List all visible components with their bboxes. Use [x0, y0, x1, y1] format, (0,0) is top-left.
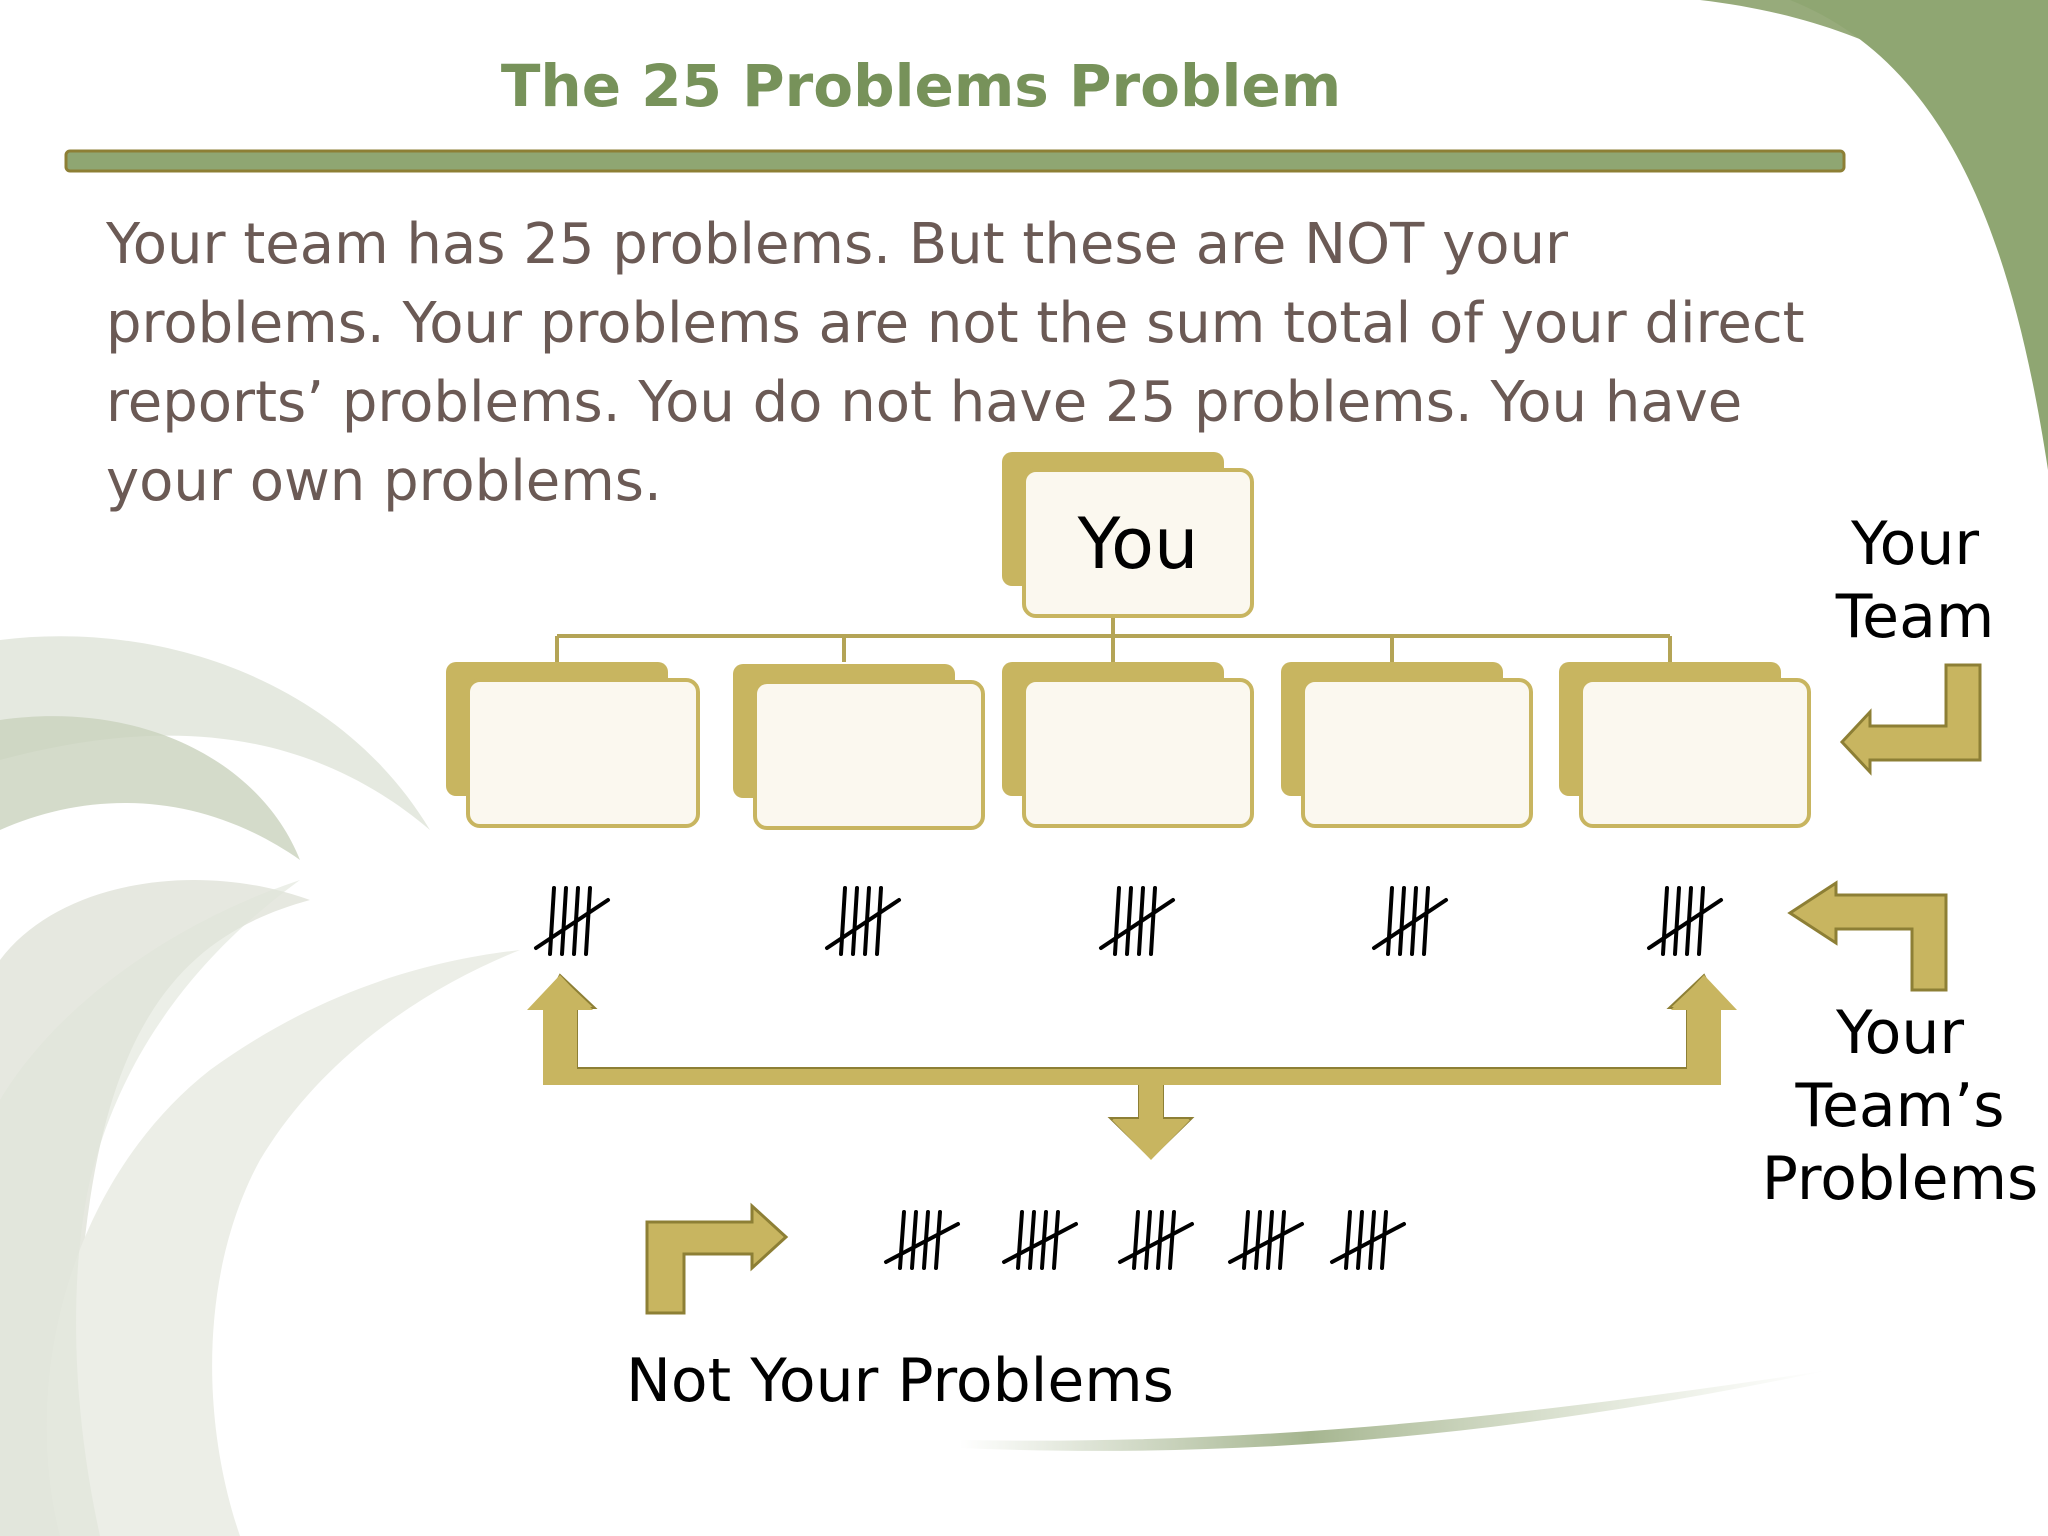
- tally-stroke: [898, 1210, 906, 1270]
- tally-stroke: [1113, 886, 1121, 956]
- tally-stroke: [1016, 1210, 1024, 1270]
- tally-stroke: [1673, 886, 1681, 956]
- tally-slash: [1099, 898, 1175, 950]
- team-box-5: [1559, 662, 1811, 828]
- swoosh-bottom: [960, 1370, 1830, 1451]
- team-box-1: [446, 662, 700, 828]
- teams-problems-label-line-3: Problems: [1761, 1144, 2039, 1214]
- tally-stroke: [1132, 1210, 1140, 1270]
- you-box: [1002, 452, 1254, 618]
- your-teams-problems-label: Your Team’s Problems: [1750, 997, 2048, 1216]
- tally-stroke: [1149, 886, 1157, 956]
- tally-group-7: [1002, 1210, 1078, 1270]
- tally-group-5: [1647, 886, 1723, 956]
- tally-group-3: [1099, 886, 1175, 956]
- tally-stroke: [910, 1210, 918, 1270]
- tally-stroke: [584, 886, 592, 956]
- swirl-left-4: [46, 950, 521, 1536]
- tally-stroke: [560, 886, 568, 956]
- tally-stroke: [875, 886, 883, 956]
- tally-slash: [534, 898, 610, 950]
- not-your-problems-label: Not Your Problems: [626, 1346, 1174, 1416]
- tally-stroke: [1386, 886, 1394, 956]
- tally-stroke: [1356, 1210, 1364, 1270]
- team-box-4: [1281, 662, 1533, 828]
- tally-stroke: [1278, 1210, 1286, 1270]
- tally-stroke: [1661, 886, 1669, 956]
- tally-stroke: [934, 1210, 942, 1270]
- tally-stroke: [1697, 886, 1705, 956]
- not-your-problems-arrow: [645, 1202, 789, 1315]
- your-team-label: Your Team: [1800, 508, 2030, 654]
- tally-group-2: [825, 886, 901, 956]
- tally-stroke: [1168, 1210, 1176, 1270]
- tally-group-9: [1228, 1210, 1304, 1270]
- your-team-label-line-2: Team: [1835, 582, 1995, 652]
- tally-stroke: [1254, 1210, 1262, 1270]
- tally-group-1: [534, 886, 610, 956]
- tally-stroke: [1242, 1210, 1250, 1270]
- title-rule: [64, 149, 1846, 173]
- tally-slash: [1330, 1222, 1406, 1264]
- tally-stroke: [1422, 886, 1430, 956]
- tally-slash: [1372, 898, 1448, 950]
- tally-group-10: [1330, 1210, 1406, 1270]
- tally-stroke: [851, 886, 859, 956]
- swoosh-right: [1790, 0, 2048, 470]
- swirl-left-1: [0, 636, 430, 830]
- teams-problems-label-line-2: Team’s: [1795, 1071, 2005, 1141]
- slide-body-text: Your team has 25 problems. But these are…: [106, 212, 1805, 514]
- swirl-left-5: [0, 880, 300, 1536]
- tally-stroke: [548, 886, 556, 956]
- slide-title: The 25 Problems Problem: [500, 52, 1342, 120]
- tally-stroke: [1344, 1210, 1352, 1270]
- teams-problems-arrow: [1787, 880, 1948, 992]
- tally-group-6: [884, 1210, 960, 1270]
- tally-stroke: [1144, 1210, 1152, 1270]
- not-your-tally-marks: [884, 1210, 1406, 1270]
- tally-group-8: [1118, 1210, 1194, 1270]
- team-box-2: [733, 664, 985, 830]
- team-box-3: [1002, 662, 1254, 828]
- tally-slash: [1002, 1222, 1078, 1264]
- tally-stroke: [1052, 1210, 1060, 1270]
- tally-slash: [1118, 1222, 1194, 1264]
- tally-stroke: [1398, 886, 1406, 956]
- tally-stroke: [839, 886, 847, 956]
- tally-slash: [825, 898, 901, 950]
- your-team-label-line-1: Your: [1850, 509, 1980, 579]
- tally-stroke: [1380, 1210, 1388, 1270]
- swirl-left-2: [0, 716, 300, 860]
- tally-group-4: [1372, 886, 1448, 956]
- you-label: You: [1077, 503, 1199, 585]
- tally-stroke: [1028, 1210, 1036, 1270]
- tally-slash: [1228, 1222, 1304, 1264]
- teams-problems-label-line-1: Your: [1835, 998, 1965, 1068]
- your-team-arrow: [1839, 663, 1982, 776]
- tally-slash: [1647, 898, 1723, 950]
- tally-stroke: [1125, 886, 1133, 956]
- team-tally-marks: [534, 886, 1723, 956]
- tally-slash: [884, 1222, 960, 1264]
